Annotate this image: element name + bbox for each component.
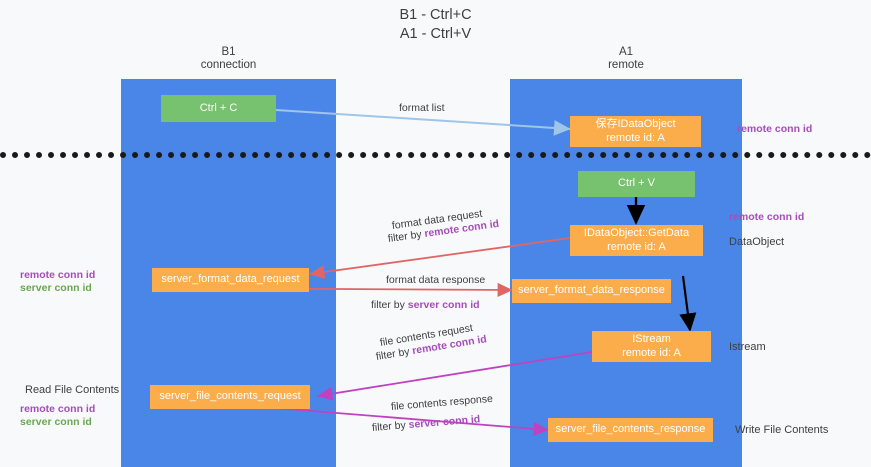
edge-label-format-data-response-filter: filter by server conn id (371, 298, 480, 312)
node-server-format-data-request-label: server_format_data_request (161, 273, 300, 286)
node-server-file-contents-request-label: server_file_contents_request (159, 390, 301, 403)
title-line-1: B1 - Ctrl+C (399, 7, 472, 23)
edge-label-filter-key-server-conn-id: server conn id (407, 299, 480, 311)
node-server-format-data-response-label: server_format_data_response (518, 284, 665, 297)
annotation-left-remote-conn-id-bottom: remote conn id (20, 403, 96, 415)
annotation-right-write-file-contents: Write File Contents (735, 424, 829, 436)
annotation-right-remote-conn-id-mid: remote conn id (729, 211, 805, 223)
edge-response-to-istream (679, 275, 697, 332)
node-idataobject-getdata-line1: IDataObject::GetData (583, 227, 690, 239)
node-server-file-contents-response[interactable]: server_file_contents_response (548, 418, 713, 442)
node-save-idataobject[interactable]: 保存IDataObject remote id: A (570, 116, 701, 147)
node-istream-line2: remote id: A (622, 346, 681, 359)
annotation-left-server-conn-id-mid: server conn id (20, 282, 92, 294)
node-ctrl-v-label: Ctrl + V (618, 177, 655, 190)
annotation-right-remote-conn-id-top: remote conn id (737, 123, 813, 135)
annotation-right-istream: Istream (729, 341, 766, 353)
node-idataobject-getdata-line2: remote id: A (607, 240, 666, 253)
lane-header-b1: B1 connection (121, 46, 336, 72)
annotation-right-dataobject: DataObject (729, 236, 785, 248)
page-title: B1 - Ctrl+C A1 - Ctrl+V (0, 6, 871, 44)
node-save-idataobject-line2: remote id: A (606, 131, 665, 144)
node-save-idataobject-line1: 保存IDataObject (595, 118, 676, 130)
title-line-2: A1 - Ctrl+V (399, 26, 472, 42)
edge-label-filter-prefix-4: filter by (371, 419, 410, 434)
node-ctrl-v[interactable]: Ctrl + V (578, 171, 695, 197)
lane-header-b1-sub: connection (200, 59, 257, 71)
node-server-format-data-request[interactable]: server_format_data_request (152, 268, 309, 292)
node-server-file-contents-request[interactable]: server_file_contents_request (150, 385, 310, 409)
node-idataobject-getdata[interactable]: IDataObject::GetData remote id: A (570, 225, 703, 256)
edge-label-format-data-response: format data response (386, 274, 486, 286)
edge-format-list (275, 109, 571, 136)
lane-header-a1-name: A1 (618, 46, 634, 58)
edge-format-data-request (309, 237, 571, 279)
node-ctrl-c[interactable]: Ctrl + C (161, 95, 276, 122)
edge-file-contents-request (317, 351, 593, 401)
lane-header-a1-sub: remote (608, 59, 644, 71)
node-istream-line1: IStream (632, 333, 671, 345)
edge-label-filter-prefix-2: filter by (371, 299, 408, 311)
node-server-format-data-response[interactable]: server_format_data_response (512, 279, 671, 303)
annotation-left-server-conn-id-bottom: server conn id (20, 416, 92, 428)
node-istream[interactable]: IStream remote id: A (592, 331, 711, 362)
edge-label-format-list: format list (399, 102, 445, 114)
node-server-file-contents-response-label: server_file_contents_response (555, 423, 706, 436)
lane-header-b1-name: B1 (221, 46, 236, 58)
node-ctrl-c-label: Ctrl + C (199, 101, 238, 114)
annotation-left-remote-conn-id-mid: remote conn id (20, 269, 96, 281)
annotation-left-read-file-contents: Read File Contents (25, 384, 120, 396)
lane-header-a1: A1 remote (510, 46, 742, 72)
phase-separator (0, 152, 871, 158)
